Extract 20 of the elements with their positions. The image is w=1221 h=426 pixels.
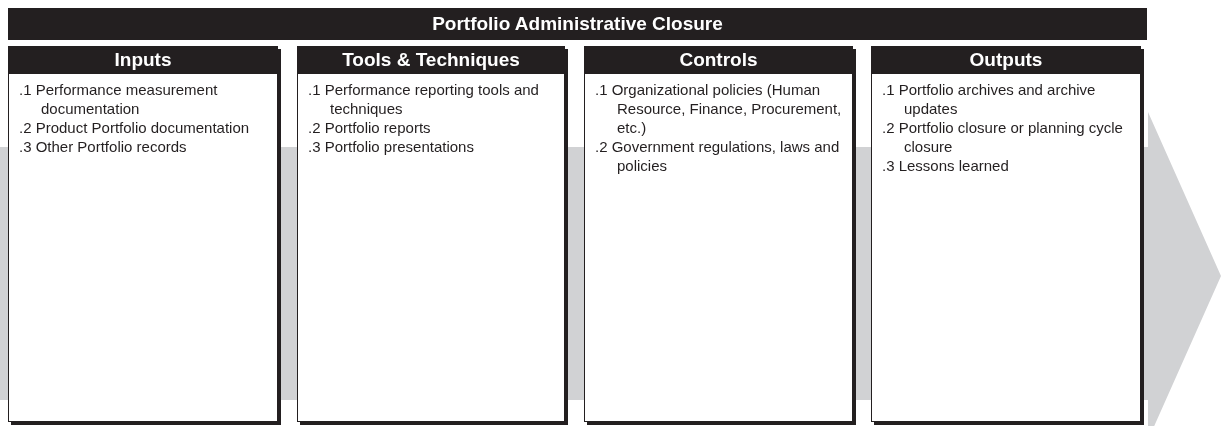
column-box [871, 46, 1141, 422]
column-heading: Tools & Techniques [297, 46, 565, 74]
title-bar: Portfolio Administrative Closure [8, 8, 1147, 40]
column-heading: Outputs [871, 46, 1141, 74]
column-box [8, 46, 278, 422]
column-heading: Inputs [8, 46, 278, 74]
list-item: .3 Other Portfolio records [18, 137, 188, 156]
list-item: .3 Portfolio presentations [307, 137, 475, 156]
list-item: .1 Portfolio archives and archive updates [881, 80, 1097, 118]
column-box [297, 46, 565, 422]
list-item: .1 Performance reporting tools and techniques [307, 80, 540, 118]
list-item: .2 Product Portfolio documentation [18, 118, 251, 137]
list-item: .2 Government regulations, laws and policies [594, 137, 841, 175]
list-item: .2 Portfolio closure or planning cycle closure [881, 118, 1124, 156]
list-item: .1 Performance measurement documentation [18, 80, 219, 118]
list-item: .2 Portfolio reports [307, 118, 432, 137]
list-item: .3 Lessons learned [881, 156, 1010, 175]
column-box [584, 46, 853, 422]
column-heading: Controls [584, 46, 853, 74]
list-item: .1 Organizational policies (Human Resource, Finance, Procurement, etc.) [594, 80, 843, 137]
